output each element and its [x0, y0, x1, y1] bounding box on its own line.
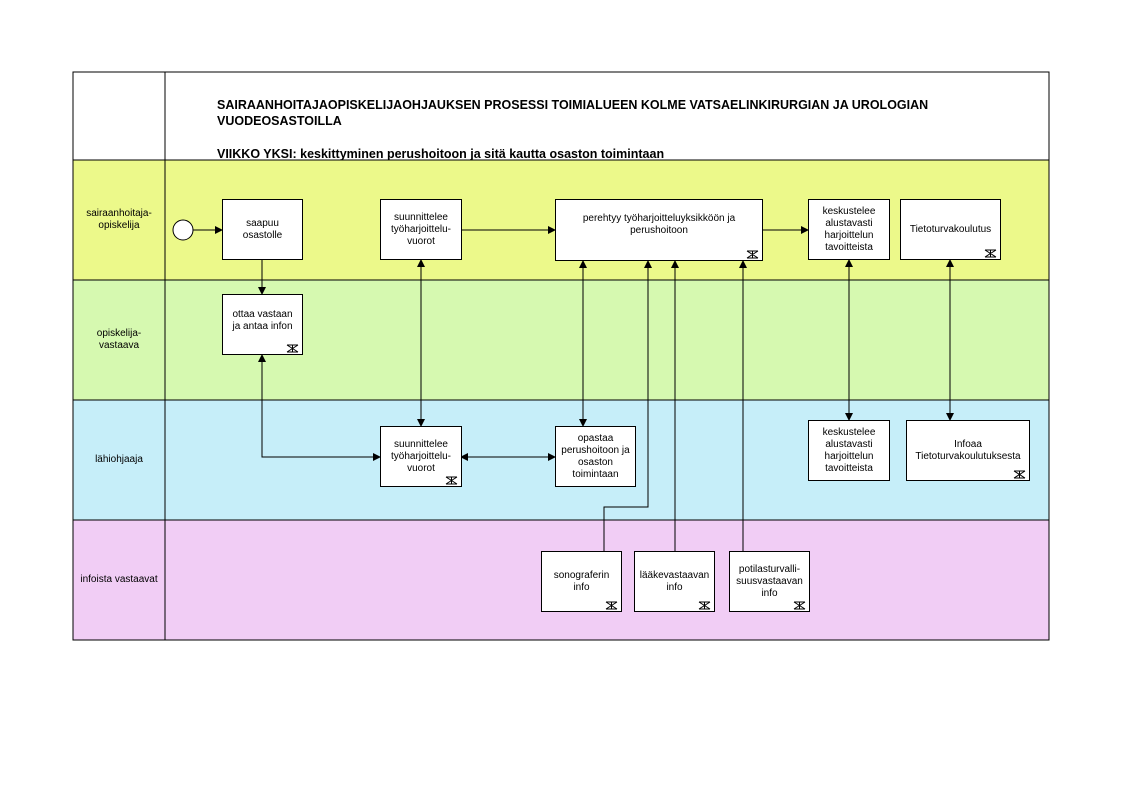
diagram-frame: [72, 71, 1050, 641]
task-label: lääkevastaavan info: [639, 569, 710, 593]
task-label: suunnittelee työharjoittelu- vuorot: [390, 438, 452, 474]
task-ottaa-vastaan[interactable]: ottaa vastaan ja antaa infon: [222, 294, 303, 355]
task-label: Infoaa Tietoturvakoulutuksesta: [915, 438, 1021, 462]
start-event: [172, 219, 194, 241]
lane-label-infoista: infoista vastaavat: [80, 574, 158, 585]
task-label: opastaa perushoitoon ja osaston toiminta…: [561, 432, 630, 480]
task-sonografeerin-info[interactable]: sonograferin info: [541, 551, 622, 612]
subprocess-icon: [1013, 470, 1026, 479]
task-label: sonograferin info: [553, 569, 610, 593]
task-label: suunnittelee työharjoittelu- vuorot: [390, 211, 452, 247]
task-keskustelee-bottom[interactable]: keskustelee alustavasti harjoittelun tav…: [808, 420, 890, 481]
subprocess-icon: [984, 249, 997, 258]
task-keskustelee-top[interactable]: keskustelee alustavasti harjoittelun tav…: [808, 199, 890, 260]
lane-label-vastaava: opiskelija- vastaava: [96, 328, 142, 351]
subprocess-icon: [793, 601, 806, 610]
task-label: ottaa vastaan ja antaa infon: [232, 308, 293, 332]
task-label: potilasturvalli- suusvastaavan info: [736, 563, 803, 599]
subprocess-icon: [698, 601, 711, 610]
page-title: SAIRAANHOITAJAOPISKELIJAOHJAUKSEN PROSES…: [217, 98, 929, 128]
task-potilasturvallisuus-info[interactable]: potilasturvalli- suusvastaavan info: [729, 551, 810, 612]
task-opastaa[interactable]: opastaa perushoitoon ja osaston toiminta…: [555, 426, 636, 487]
page-subtitle: VIIKKO YKSI: keskittyminen perushoitoon …: [217, 147, 665, 161]
lane-vastaava-bg: [73, 280, 1049, 400]
task-laakevastaavan-info[interactable]: lääkevastaavan info: [634, 551, 715, 612]
subprocess-icon: [605, 601, 618, 610]
task-tietoturvakoulutus[interactable]: Tietoturvakoulutus: [900, 199, 1001, 260]
subprocess-icon: [286, 344, 299, 353]
subprocess-icon: [445, 476, 458, 485]
task-label: Tietoturvakoulutus: [909, 223, 992, 235]
task-label: keskustelee alustavasti harjoittelun tav…: [822, 426, 876, 474]
task-suunnittelee-top[interactable]: suunnittelee työharjoittelu- vuorot: [380, 199, 462, 260]
task-suunnittelee-bottom[interactable]: suunnittelee työharjoittelu- vuorot: [380, 426, 462, 487]
flow-sonografeeri-to-perehtyy: [603, 260, 652, 551]
task-label: saapuu osastolle: [242, 217, 283, 241]
task-perehtyy[interactable]: perehtyy työharjoitteluyksikköön ja peru…: [555, 199, 763, 261]
task-saapuu[interactable]: saapuu osastolle: [222, 199, 303, 260]
task-label: perehtyy työharjoitteluyksikköön ja peru…: [582, 213, 736, 236]
flow-ottaa-to-suunnittelee: [258, 354, 381, 461]
task-label: keskustelee alustavasti harjoittelun tav…: [822, 205, 876, 253]
task-infoaa[interactable]: Infoaa Tietoturvakoulutuksesta: [906, 420, 1030, 481]
subprocess-icon: [746, 250, 759, 259]
lane-label-opiskelija: sairaanhoitaja- opiskelija: [86, 208, 152, 231]
lane-label-lahiohjaaja: lähiohjaaja: [95, 454, 143, 465]
